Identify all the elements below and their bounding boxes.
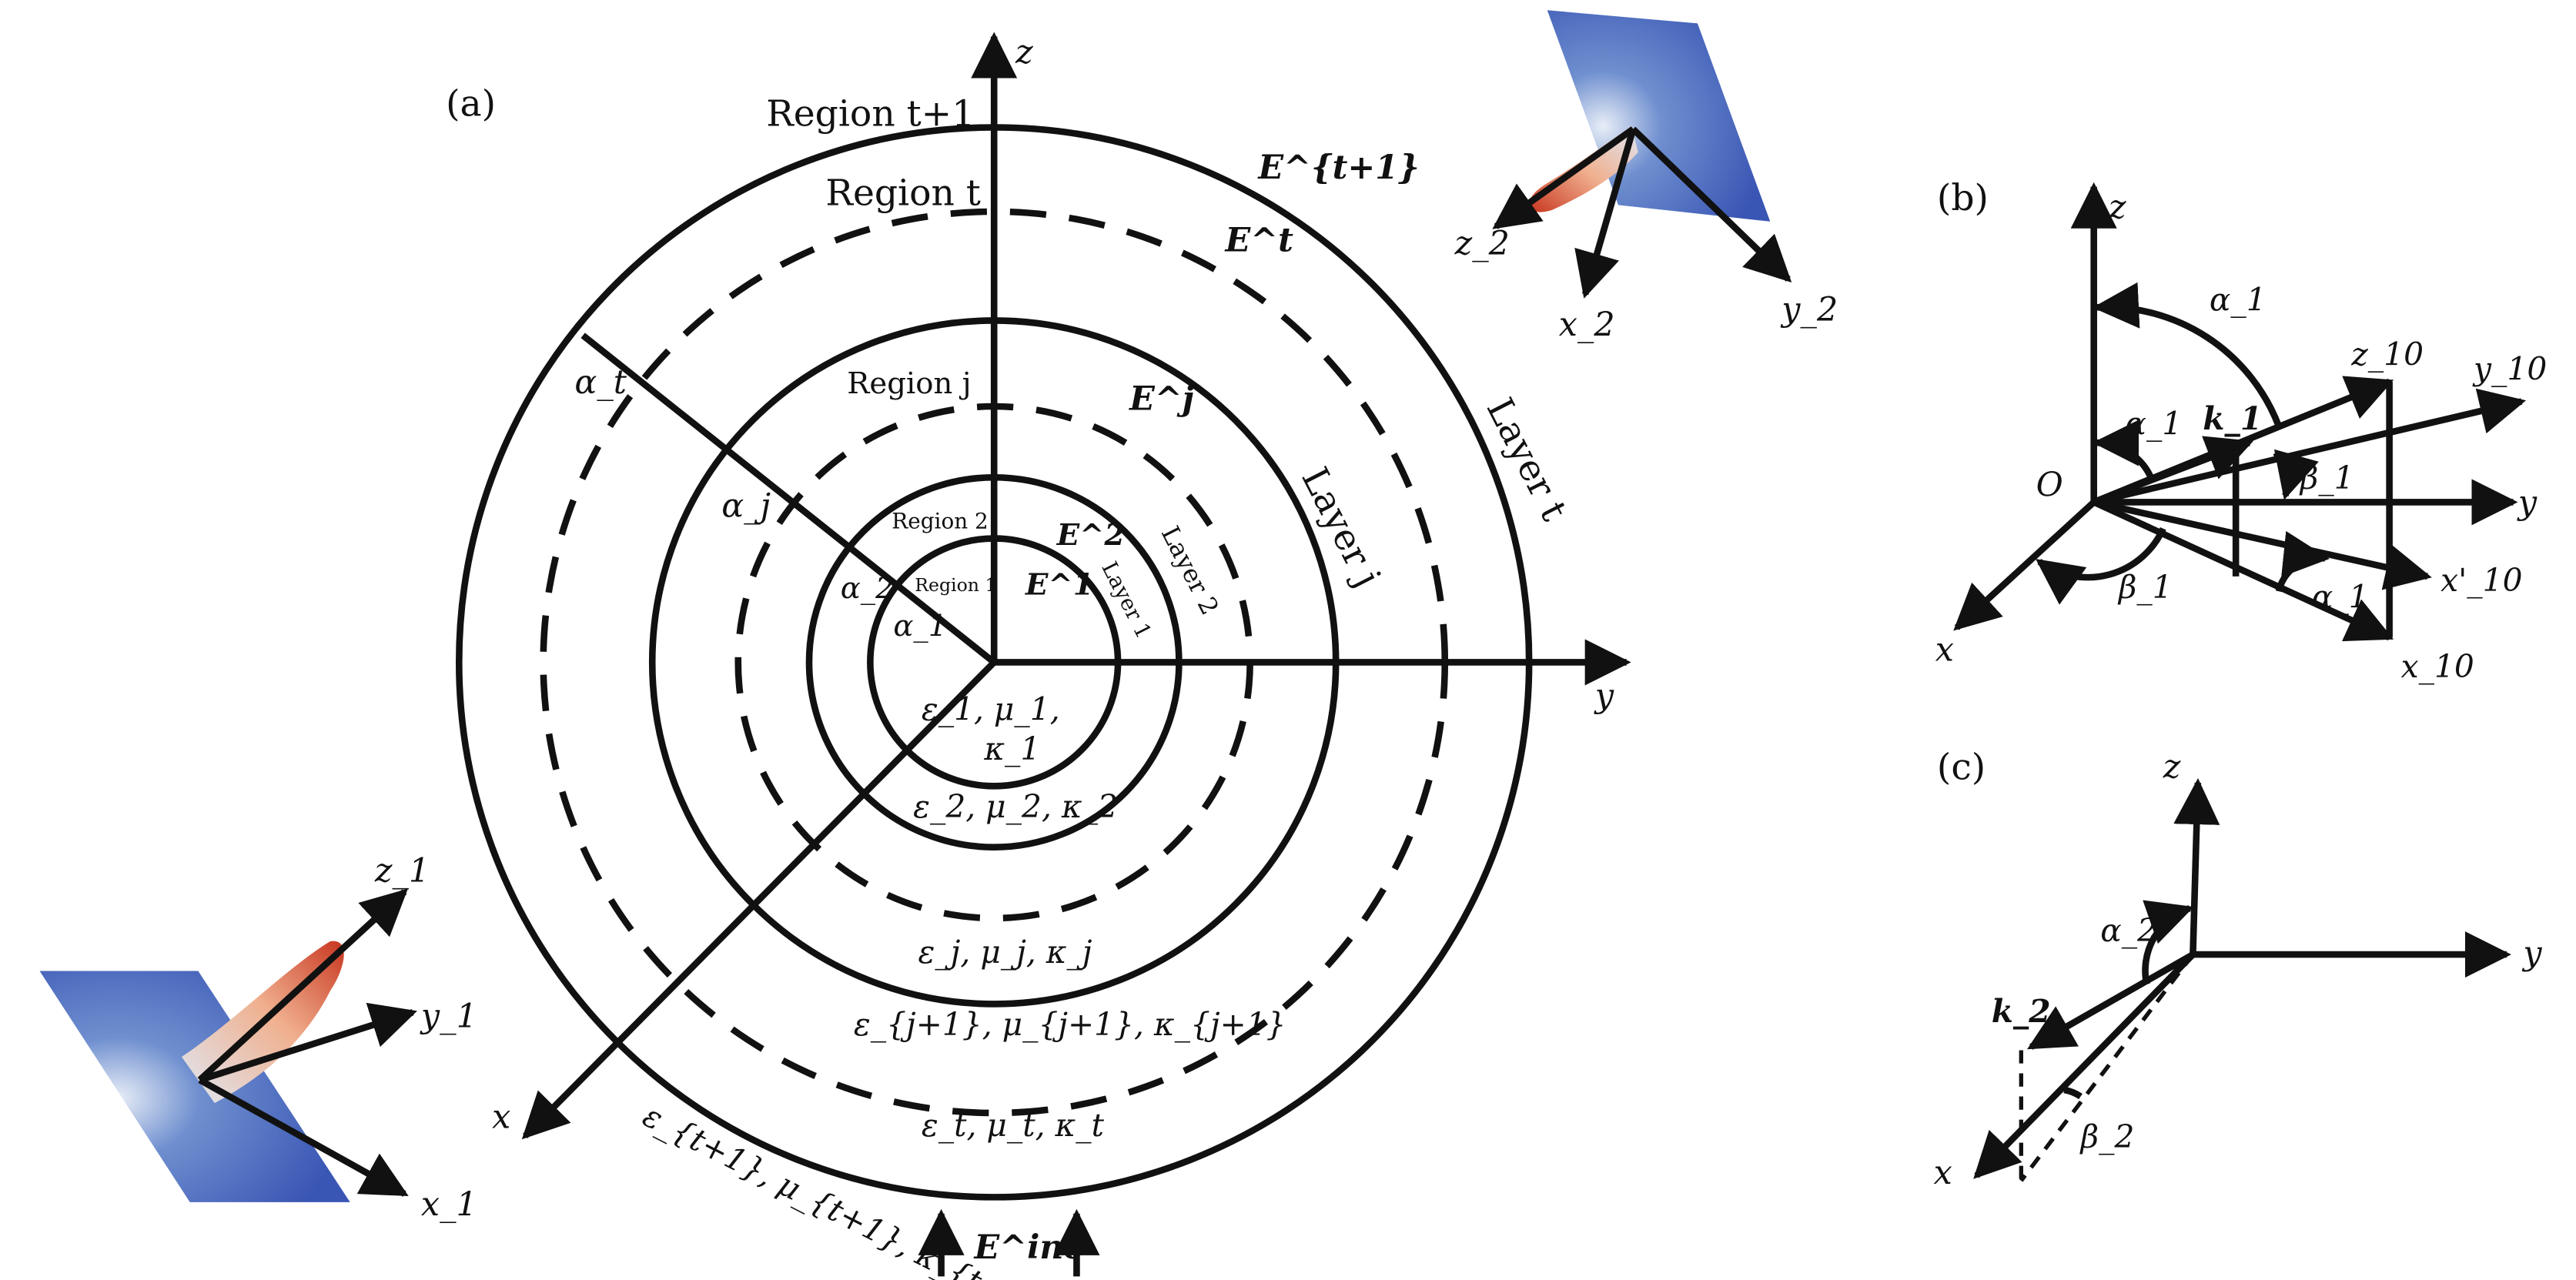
beam-1-plane (39, 971, 350, 1202)
angle-label-a2: α_2 (841, 571, 895, 606)
axis-label-z: z (1015, 33, 1033, 72)
field-label-e-t: E^t (1224, 221, 1293, 259)
b-angle-label-a1-low: α_1 (2312, 579, 2369, 616)
b-axis-label-x: x (1935, 630, 1954, 669)
field-label-e-inc: E^inc (973, 1228, 1083, 1267)
c-arc-beta (2063, 1086, 2083, 1100)
b-angle-label-a1-top: α_1 (2210, 282, 2267, 319)
field-label-e-2: E^2 (1056, 518, 1126, 553)
beam-2-label-x: x_2 (1559, 306, 1615, 344)
beam-2-axis-z (1492, 126, 1635, 229)
c-axis-label-y: y (2521, 934, 2542, 973)
c-label-k2: k_2 (1992, 993, 2051, 1030)
panel-label-b: (b) (1937, 177, 1989, 219)
b-arc-alpha-small (2092, 419, 2155, 481)
axis-x (521, 660, 997, 1140)
field-label-e-1: E^1 (1025, 568, 1094, 603)
region-label-1: Region 1 (915, 574, 996, 596)
region-divider (580, 333, 996, 665)
c-axis-x (1973, 952, 2196, 1179)
beam-1-label-x: x_1 (421, 1185, 477, 1224)
b-axis-x (1953, 500, 2096, 631)
material-label-j: ε_j, μ_j, κ_j (918, 934, 1092, 971)
b-label-z10: z_10 (2350, 336, 2424, 373)
c-angle-label-b2: β_2 (2079, 1118, 2135, 1155)
b-label-x10p: x'_10 (2441, 562, 2522, 599)
beam-2: z_2 x_2 y_2 (1454, 10, 1838, 344)
material-label-j1: ε_{j+1}, μ_{j+1}, κ_{j+1} (854, 1006, 1286, 1043)
c-arc-alpha (2142, 900, 2194, 985)
beam-2-label-z: z_2 (1454, 225, 1510, 263)
panel-a: (a) z y x Region t+1 Region t Region j R… (39, 10, 1838, 1280)
material-label-2: ε_2, μ_2, κ_2 (913, 788, 1118, 825)
region-label-t: Region t (825, 172, 980, 214)
beam-1-axis-z (197, 888, 408, 1083)
c-axis-k2 (2026, 951, 2195, 1050)
layer-label-1: Layer 1 (1096, 557, 1156, 643)
b-axis-x10 (2092, 499, 2394, 642)
b-arc-alpha-large (2092, 282, 2282, 428)
beam-1: z_1 y_1 x_1 (39, 852, 477, 1224)
panel-b: (b) z y x O z_10 y_10 x'_10 x_10 k_1 α_1… (1935, 177, 2547, 685)
angle-label-aj: α_j (721, 487, 771, 526)
axis-label-x: x (492, 1098, 510, 1136)
field-label-e-t1: E^{t+1} (1257, 149, 1419, 187)
region-label-t1: Region t+1 (766, 92, 975, 135)
b-label-y10: y_10 (2472, 351, 2547, 388)
b-angle-label-b1-right: β_1 (2299, 460, 2354, 496)
beam-1-axis-y (199, 1002, 417, 1084)
c-axis-label-z: z (2163, 748, 2181, 787)
field-label-e-j: E^j (1129, 379, 1195, 418)
b-axis-label-z: z (2108, 188, 2126, 226)
region-label-j: Region j (847, 366, 971, 401)
b-angle-label-a1-mid: α_1 (2125, 405, 2182, 442)
b-label-x10: x_10 (2401, 648, 2474, 685)
b-arc-alpha-low (2275, 530, 2330, 593)
c-axis-z (2173, 778, 2220, 955)
material-label-1b: κ_1 (983, 730, 1040, 767)
axis-label-y: y (1594, 677, 1614, 715)
beam-2-plane (1547, 10, 1771, 222)
b-arc-beta-right (2273, 449, 2319, 500)
b-label-k1: k_1 (2203, 400, 2262, 437)
b-angle-label-b1-low: β_1 (2117, 569, 2173, 606)
material-label-1a: ε_1, μ_1, (922, 691, 1060, 728)
c-projection (2019, 953, 2195, 1182)
beam-2-axis-y (1631, 126, 1792, 283)
material-label-t: ε_t, μ_t, κ_t (922, 1107, 1105, 1144)
b-axis-k1 (2093, 436, 2253, 506)
c-angle-label-a2: α_2 (2100, 912, 2157, 949)
panel-label-c: (c) (1937, 747, 1986, 789)
beam-1-label-z: z_1 (374, 852, 430, 891)
panel-label-a: (a) (446, 83, 496, 125)
angle-label-at: α_t (574, 363, 627, 402)
layer-label-2: Layer 2 (1156, 521, 1225, 620)
beam-1-axis-x (198, 1077, 409, 1197)
b-axis-x10p (2093, 499, 2432, 590)
region-label-2: Region 2 (892, 509, 989, 534)
b-axis-label-y: y (2517, 483, 2538, 522)
beam-2-axis-x (1574, 128, 1637, 299)
panel-c: (c) z y x k_2 α_2 β_2 (1934, 747, 2543, 1192)
angle-label-a1: α_1 (893, 609, 947, 643)
b-arc-beta-low (2036, 526, 2166, 605)
b-origin-label: O (2036, 466, 2063, 504)
beam-1-label-y: y_1 (420, 997, 477, 1035)
c-axis-label-x: x (1934, 1154, 1952, 1192)
beam-2-label-y: y_2 (1780, 290, 1838, 329)
